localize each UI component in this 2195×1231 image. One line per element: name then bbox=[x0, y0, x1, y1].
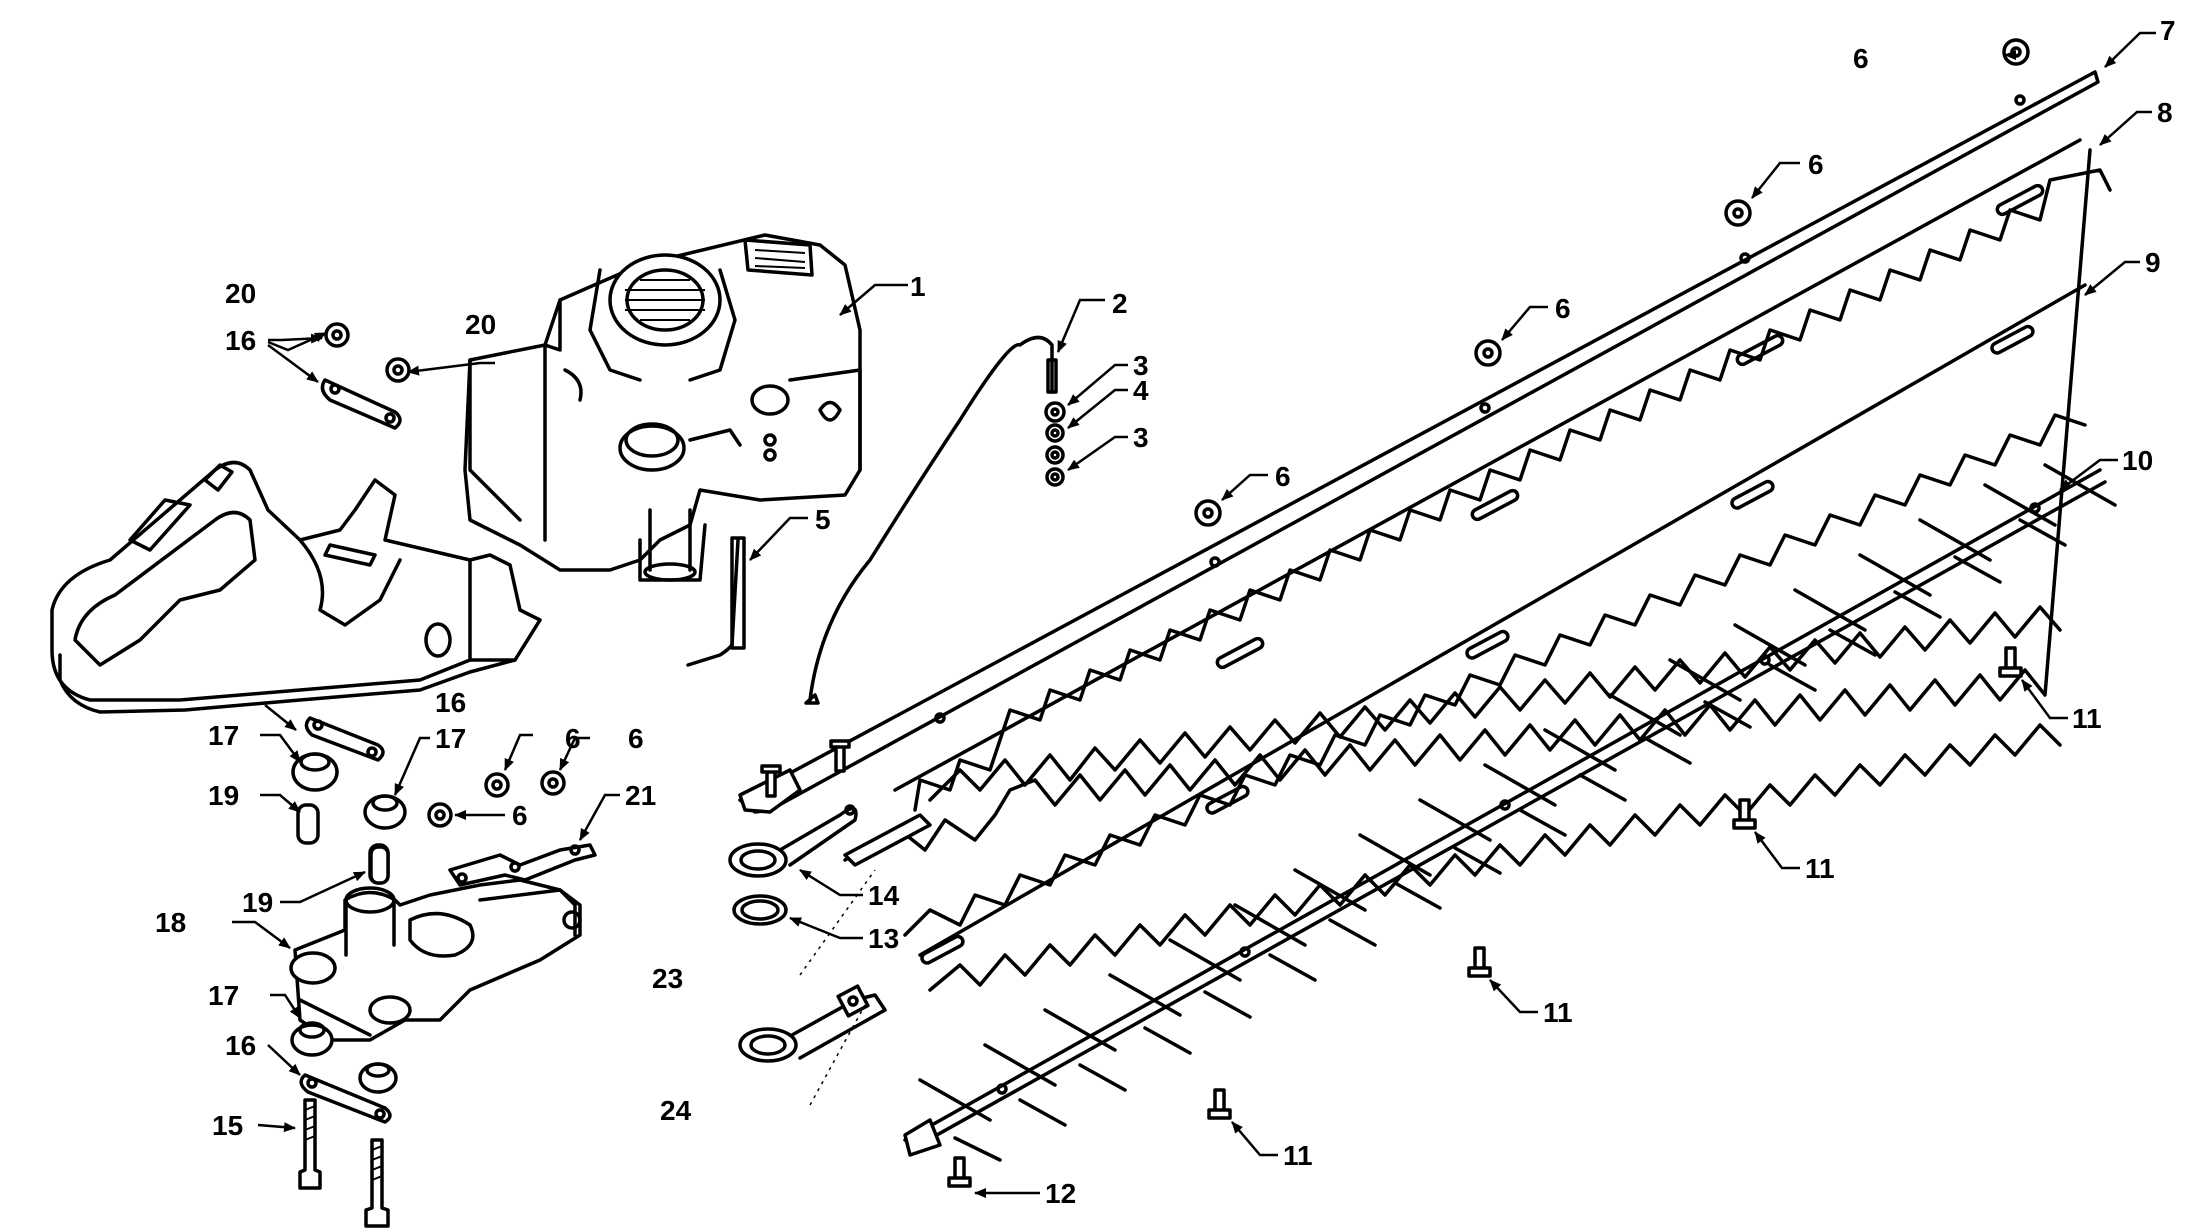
callout-11: 11 bbox=[2072, 703, 2102, 734]
callout-12: 12 bbox=[1045, 1178, 1076, 1209]
callout-17: 17 bbox=[208, 720, 239, 751]
callout-6: 6 bbox=[565, 723, 581, 754]
callout-7: 7 bbox=[2160, 15, 2176, 46]
callout-20: 20 bbox=[225, 278, 256, 309]
callout-6: 6 bbox=[1555, 293, 1571, 324]
callout-6: 6 bbox=[1853, 43, 1869, 74]
callout-23: 23 bbox=[652, 963, 683, 994]
leader-lines bbox=[232, 31, 2156, 1198]
callout-3: 3 bbox=[1133, 350, 1149, 381]
guard-tines bbox=[918, 463, 2117, 1162]
callout-17: 17 bbox=[435, 723, 466, 754]
drive-shaft-pin bbox=[686, 536, 746, 667]
handle-assembly bbox=[50, 460, 542, 714]
nuts-20 bbox=[324, 322, 411, 383]
callout-11: 11 bbox=[1283, 1140, 1313, 1171]
callout-6: 6 bbox=[512, 800, 528, 831]
callout-2: 2 bbox=[1112, 288, 1128, 319]
engine bbox=[463, 233, 862, 582]
callout-8: 8 bbox=[2157, 97, 2173, 128]
callout-labels: 1 2 3 4 3 5 6 6 6 6 6 6 6 6 7 8 9 10 11 … bbox=[155, 15, 2176, 1209]
callout-16: 16 bbox=[225, 1030, 256, 1061]
screws bbox=[947, 646, 2023, 1188]
callout-20: 20 bbox=[465, 309, 496, 340]
callout-3: 3 bbox=[1133, 422, 1149, 453]
callout-19: 19 bbox=[242, 887, 273, 918]
callout-18: 18 bbox=[155, 907, 186, 938]
throttle-cable bbox=[804, 335, 1058, 705]
callout-1: 1 bbox=[910, 271, 926, 302]
callout-15: 15 bbox=[212, 1110, 243, 1141]
washers bbox=[1044, 401, 1066, 487]
callout-10: 10 bbox=[2122, 445, 2153, 476]
callout-11: 11 bbox=[1805, 853, 1835, 884]
callout-13: 13 bbox=[868, 923, 899, 954]
callout-4: 4 bbox=[1133, 375, 1149, 406]
callout-16: 16 bbox=[225, 325, 256, 356]
blade-assembly bbox=[728, 70, 2117, 1162]
callout-5: 5 bbox=[815, 504, 831, 535]
callout-24: 24 bbox=[660, 1095, 692, 1126]
callout-9: 9 bbox=[2145, 247, 2161, 278]
callout-6: 6 bbox=[1275, 461, 1291, 492]
callout-14: 14 bbox=[868, 880, 900, 911]
callout-6: 6 bbox=[1808, 149, 1824, 180]
callout-17: 17 bbox=[208, 980, 239, 1011]
callout-11: 11 bbox=[1543, 997, 1573, 1028]
gear-housing bbox=[289, 716, 597, 1228]
nuts-6 bbox=[1194, 38, 2030, 527]
strap-16-top bbox=[320, 378, 402, 430]
callout-6: 6 bbox=[628, 723, 644, 754]
callout-21: 21 bbox=[625, 780, 656, 811]
callout-19: 19 bbox=[208, 780, 239, 811]
callout-16: 16 bbox=[435, 687, 466, 718]
